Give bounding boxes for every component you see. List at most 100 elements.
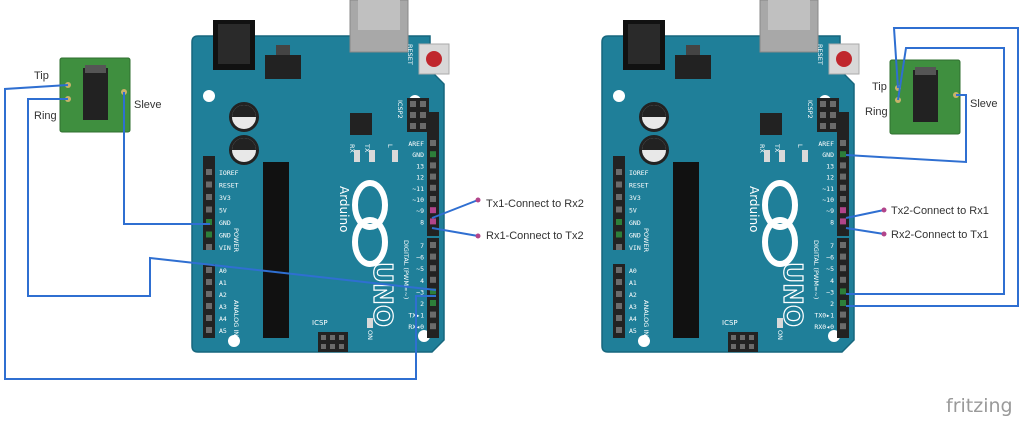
wire-right-sleeve [845, 94, 967, 164]
power-pin-label: IOREF [629, 169, 649, 177]
digital-pin-label: 2 [420, 300, 424, 308]
wire-end-dots-right [881, 207, 887, 237]
brand-text: Arduino [747, 186, 761, 232]
digital-pin-label: ~10 [412, 196, 424, 204]
digital-header-bottom [427, 238, 439, 338]
power-label: POWER [232, 228, 240, 253]
on-label: ON [776, 330, 784, 340]
usb-chip [760, 113, 782, 135]
power-pin-label: 5V [629, 207, 637, 215]
analog-header [613, 264, 625, 338]
annotation-tx1: Tx1-Connect to Rx2 [486, 198, 584, 210]
model-text: UNO [777, 262, 807, 327]
led-tx [369, 150, 375, 162]
digital-label: DIGITAL (PWM=~) [402, 240, 410, 299]
digital-label: DIGITAL (PWM=~) [812, 240, 820, 299]
reset-label: RESET [816, 44, 824, 65]
digital-pin-label: GND [412, 151, 424, 159]
analog-pin-label: A1 [629, 279, 637, 287]
digital-pin-label: ~5 [416, 265, 424, 273]
analog-pin-label: A4 [629, 315, 637, 323]
analog-label: ANALOG IN [232, 300, 240, 336]
wires-right [845, 27, 1019, 307]
digital-pin-label: TX0▸1 [814, 312, 834, 320]
analog-pin-label: A1 [219, 279, 227, 287]
mounting-hole [613, 90, 625, 102]
voltage-regulator [265, 55, 301, 79]
digital-pin-label: RX0◂0 [814, 323, 834, 331]
brand-text: Arduino [337, 186, 351, 232]
annotation-tx2: Tx2-Connect to Rx1 [891, 205, 989, 217]
wire-rx2 [845, 227, 885, 235]
wire-right-ring [846, 47, 1005, 295]
digital-pin-label: 4 [830, 277, 834, 285]
digital-pin-label: ~5 [826, 265, 834, 273]
power-pin-label: RESET [629, 182, 649, 190]
digital-pin-label: 12 [826, 174, 834, 182]
digital-pin-label: 13 [416, 162, 424, 170]
power-pin-label: 3V3 [219, 194, 231, 202]
analog-label: ANALOG IN [642, 300, 650, 336]
power-pin-label: VIN [629, 244, 641, 252]
mounting-hole [203, 90, 215, 102]
analog-pin-label: A3 [219, 303, 227, 311]
digital-pin-label: 4 [420, 277, 424, 285]
wire-tx2 [845, 209, 885, 219]
icsp-label: ICSP [722, 319, 738, 327]
fritzing-logo: fritzing [946, 395, 1013, 417]
power-pin-label: 3V3 [629, 194, 641, 202]
arduino-logo [352, 180, 388, 267]
digital-pin-label: 8 [420, 218, 424, 226]
wire-end-dots-left [475, 197, 481, 239]
digital-pin-label: ~3 [416, 288, 424, 296]
power-pin-label: GND [219, 232, 231, 240]
reset-label: RESET [406, 44, 414, 65]
digital-pin-label: 2 [830, 300, 834, 308]
power-pin-label: IOREF [219, 169, 239, 177]
annotation-rx2: Rx2-Connect to Tx1 [891, 229, 989, 241]
led-tx [779, 150, 785, 162]
digital-pin-label: 12 [416, 174, 424, 182]
on-label: ON [366, 330, 374, 340]
power-pin-label: 5V [219, 207, 227, 215]
analog-pin-label: A3 [629, 303, 637, 311]
power-header [613, 156, 625, 250]
digital-header-bottom [837, 238, 849, 338]
voltage-regulator [675, 55, 711, 79]
icsp2-label: ICSP2 [396, 100, 404, 119]
atmega-chip [673, 162, 699, 338]
atmega-chip [263, 162, 289, 338]
watermark-text: fritzing [946, 395, 1013, 416]
power-header [203, 156, 215, 250]
power-pin-label: RESET [219, 182, 239, 190]
led-label: RX [348, 144, 356, 154]
led-label: L [796, 144, 804, 148]
power-label: POWER [642, 228, 650, 253]
digital-pin-label: ~3 [826, 288, 834, 296]
jack-tip-label: Tip [34, 70, 49, 82]
digital-pin-label: ~9 [416, 207, 424, 215]
arduino-logo [762, 180, 798, 267]
mounting-hole [638, 335, 650, 347]
wire-left-ring [27, 98, 437, 297]
jack-sleeve-label: Sleve [134, 99, 162, 111]
wires-left [4, 84, 479, 380]
digital-pin-label: ~6 [416, 254, 424, 262]
digital-pin-label: ~6 [826, 254, 834, 262]
analog-pin-label: A5 [219, 327, 227, 335]
analog-header [203, 264, 215, 338]
wire-tx1 [431, 199, 479, 219]
analog-pin-label: A5 [629, 327, 637, 335]
analog-pin-label: A4 [219, 315, 227, 323]
digital-pin-label: AREF [818, 140, 834, 148]
led-l [392, 150, 398, 162]
analog-pin-label: A2 [629, 291, 637, 299]
digital-pin-label: AREF [408, 140, 424, 148]
power-pin-label: GND [219, 219, 231, 227]
digital-pin-label: 13 [826, 162, 834, 170]
jack-tip-label: Tip [872, 81, 887, 93]
